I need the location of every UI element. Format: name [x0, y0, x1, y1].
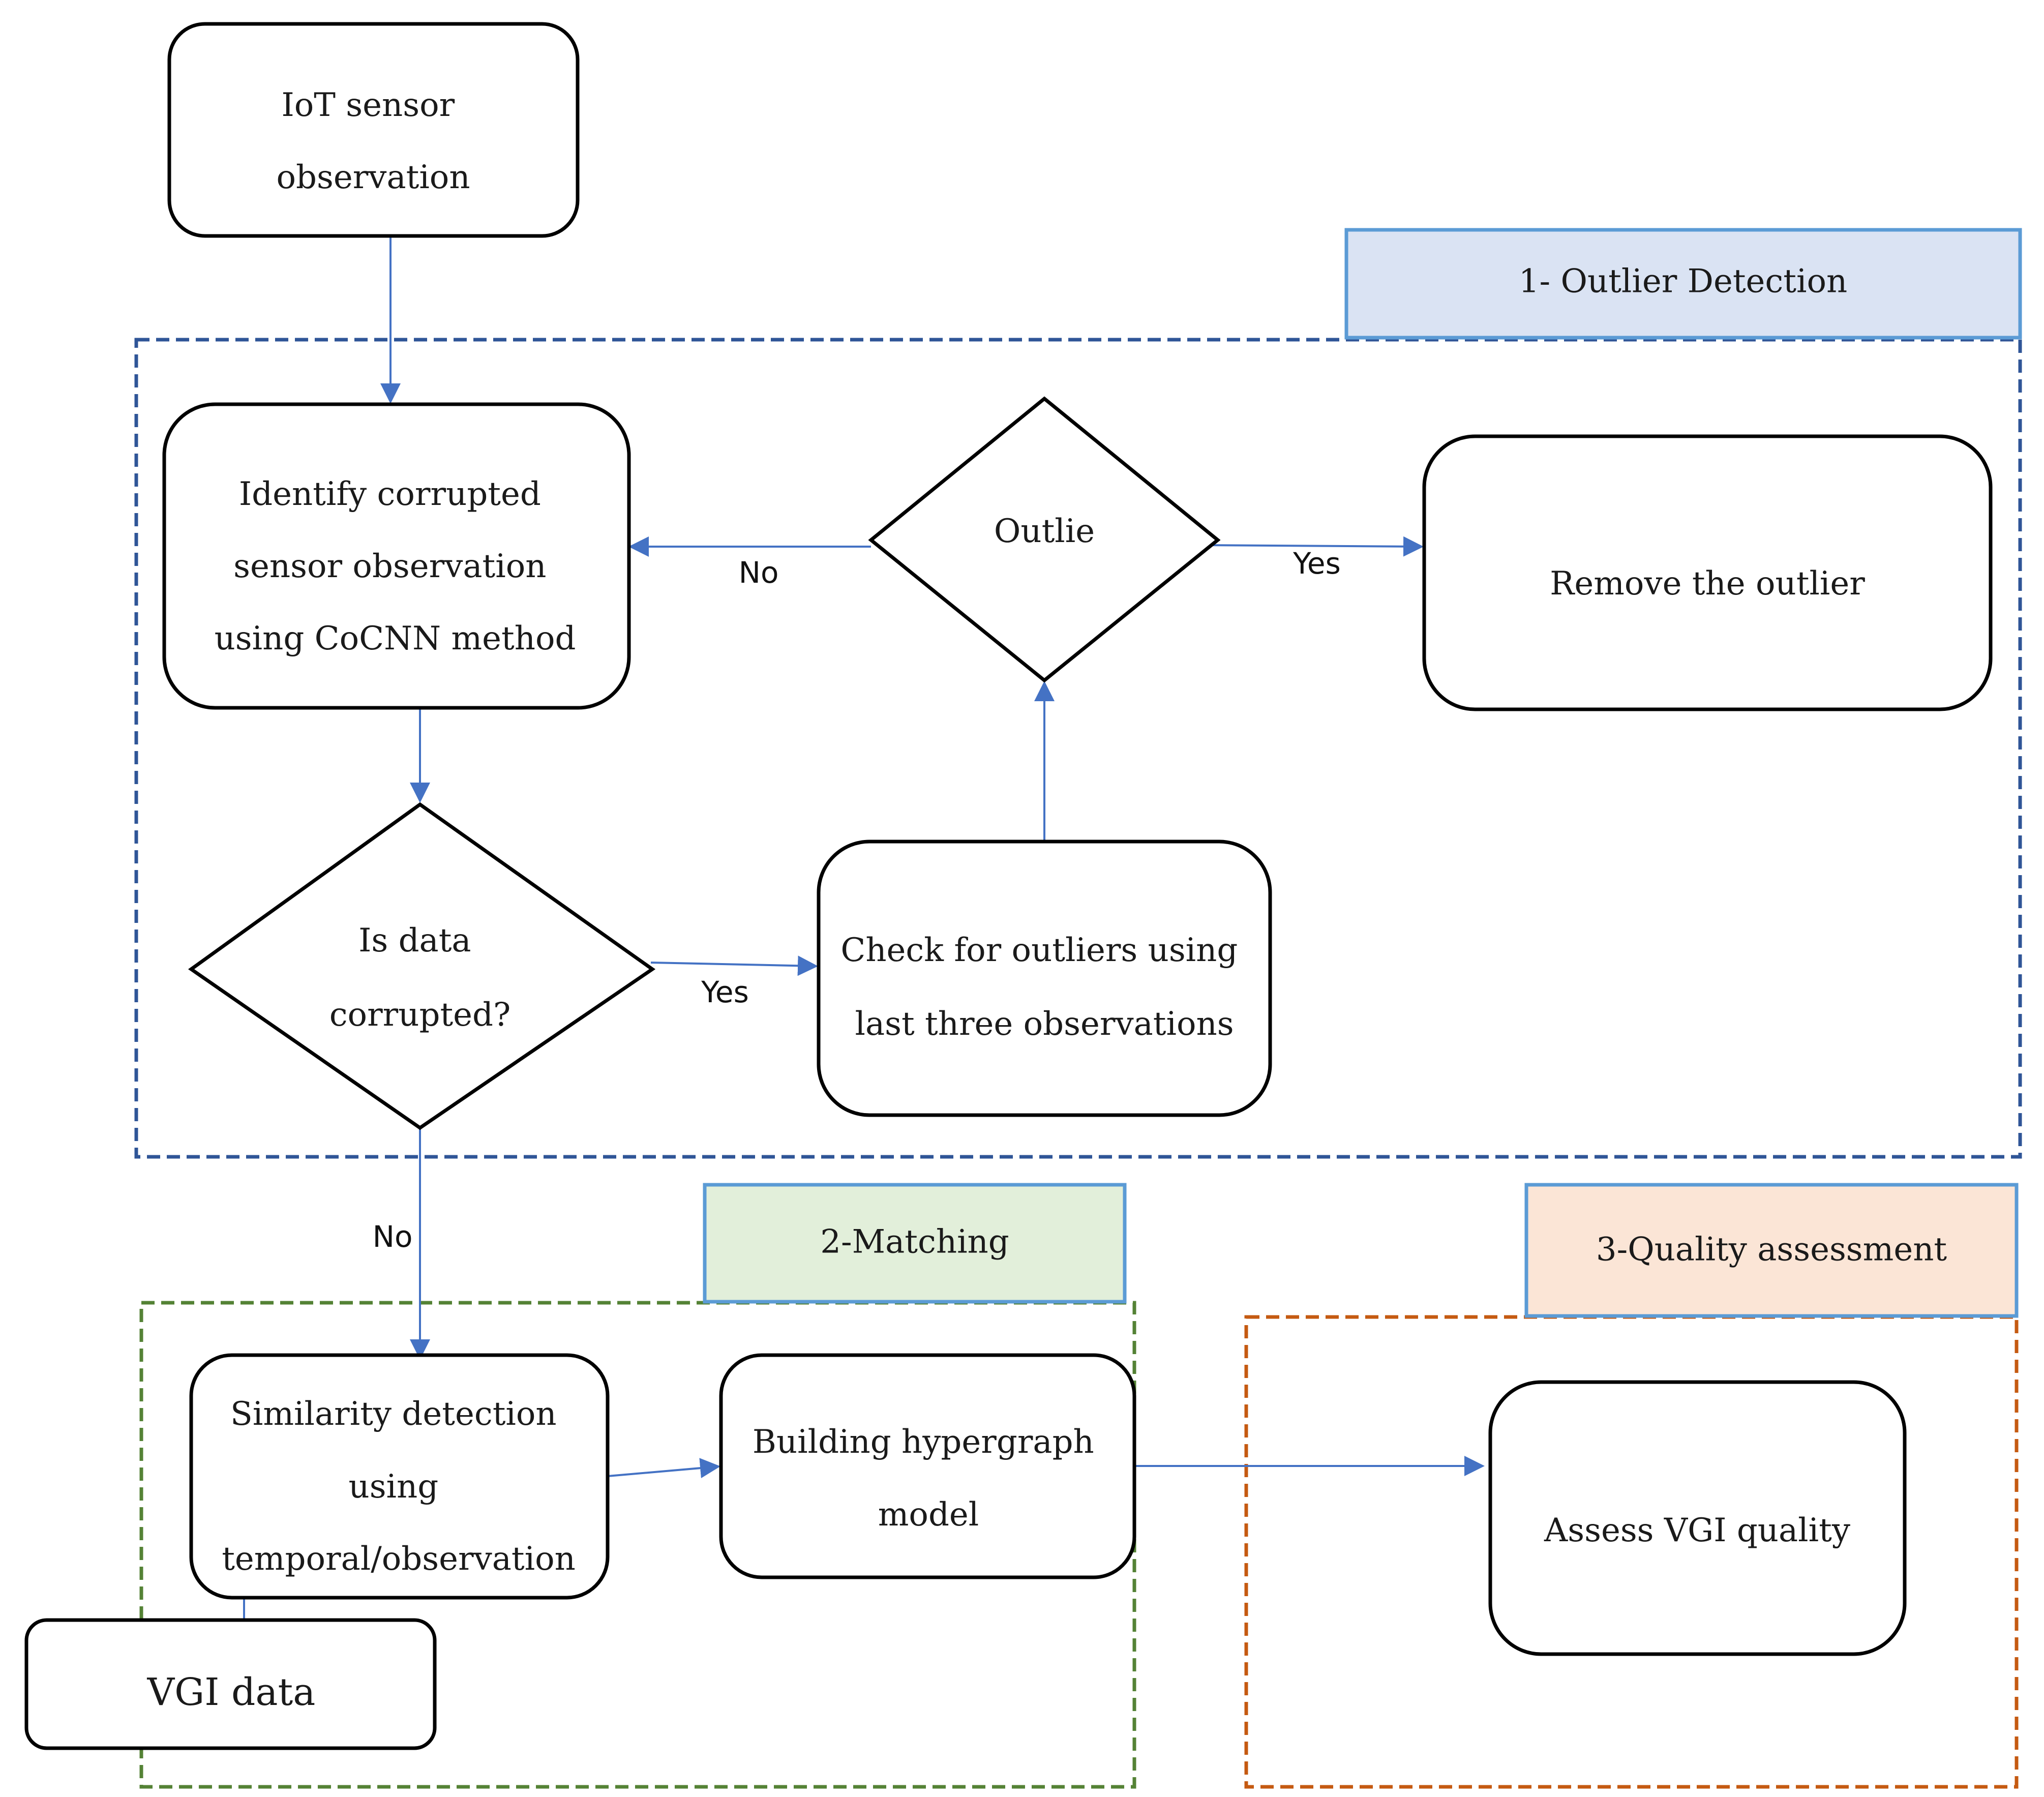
edges — [234, 237, 1485, 1619]
outlier-detection-region-border — [134, 338, 2022, 1159]
svg-text:Building hypergraph mode: Building hypergraph model — [753, 1423, 1104, 1534]
node-corrupted-decision: Is data corrupted? — [188, 802, 656, 1130]
node-outlier-decision: Outlie — [868, 396, 1221, 683]
node-assess-vgi-quality: Assess VGI quality — [1488, 1380, 1907, 1656]
svg-text:Remove the outlier: Remove the outlier — [1550, 565, 1865, 603]
svg-text:Similarity detection usi: Similarity detection using temporal/obse… — [222, 1395, 576, 1578]
outlier-detection-label: 1- Outlier Detection — [1519, 263, 1847, 301]
edge-corrupted-yes-to-check — [650, 955, 818, 976]
quality-assessment-label-box — [1524, 1183, 2019, 1318]
region-quality-assessment: 3-Quality assessment — [1244, 1183, 2019, 1789]
node-building-hypergraph: Building hypergraph model — [719, 1353, 1136, 1579]
svg-text:Is data corrupted?: Is data corrupted? — [329, 922, 511, 1034]
quality-assessment-label: 3-Quality assessment — [1596, 1231, 1947, 1269]
edge-label-outlier-yes: Yes — [1292, 546, 1341, 581]
edge-label-corrupted-no: No — [373, 1219, 413, 1254]
node-remove-outlier: Remove the outlier — [1422, 434, 1993, 711]
svg-text:Assess VGI quality: Assess VGI quality — [1544, 1512, 1850, 1549]
svg-text:Outlie: Outlie — [994, 513, 1095, 550]
node-check-outliers: Check for outliers using last three obse… — [817, 840, 1272, 1117]
matching-label-box — [703, 1183, 1127, 1304]
svg-text:Identify corrupted senso: Identify corrupted sensor observation us… — [215, 475, 576, 657]
edge-similarity-to-hypergraph — [607, 1458, 720, 1479]
matching-label: 2-Matching — [820, 1223, 1009, 1261]
node-similarity-detection: Similarity detection using temporal/obse… — [189, 1353, 610, 1600]
edge-label-outlier-no: No — [739, 555, 779, 590]
node-iot-sensor-observation: IoT sensor observation — [167, 22, 580, 238]
svg-text:VGI data: VGI data — [147, 1670, 316, 1714]
region-matching: 2-Matching — [139, 1183, 1136, 1789]
edge-label-corrupted-yes: Yes — [701, 975, 749, 1009]
node-identify-corrupted: Identify corrupted sensor observation us… — [162, 402, 631, 710]
node-vgi-data: VGI data — [24, 1618, 437, 1750]
svg-text:Check for outliers using: Check for outliers using last three obse… — [840, 932, 1248, 1043]
outlier-detection-label-box — [1344, 228, 2022, 340]
edge-outlier-yes-to-remove — [1200, 536, 1424, 557]
svg-text:IoT sensor observation: IoT sensor observation — [276, 86, 470, 196]
region-outlier-detection: 1- Outlier Detection — [134, 228, 2022, 1159]
